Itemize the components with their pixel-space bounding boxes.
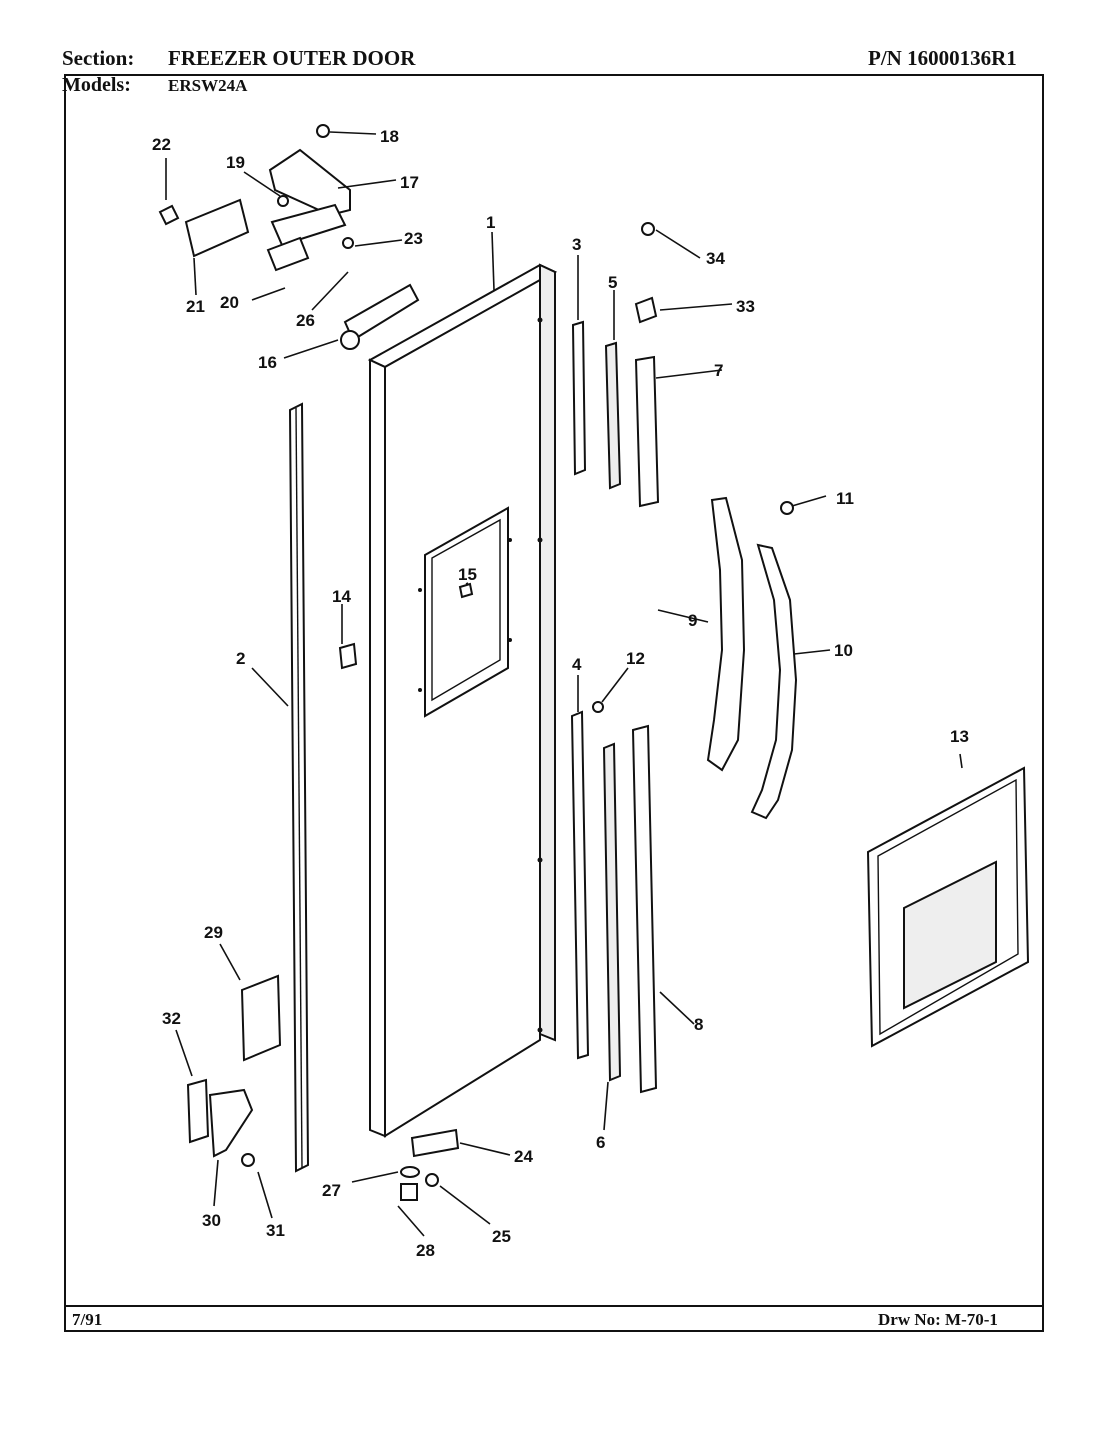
handle-bracket — [706, 496, 746, 772]
callout-34: 34 — [706, 249, 725, 268]
callout-33: 33 — [736, 297, 755, 316]
part-number: P/N 16000136R1 — [868, 46, 1017, 70]
callout-24: 24 — [514, 1147, 533, 1166]
callout-1: 1 — [486, 213, 495, 232]
drawing-number: Drw No: M-70-1 — [878, 1310, 998, 1329]
callout-5: 5 — [608, 273, 617, 292]
upper-trim-pieces — [571, 320, 660, 508]
callout-27: 27 — [322, 1181, 341, 1200]
top-hinge-assembly — [158, 148, 420, 350]
callout-18: 18 — [380, 127, 399, 146]
callout-29: 29 — [204, 923, 223, 942]
small-fasteners — [241, 124, 794, 1201]
footer-date: 7/91 — [72, 1310, 103, 1329]
lower-trim-pieces — [570, 710, 658, 1094]
leader-lines — [165, 131, 963, 1237]
callout-numbers: 1 2 3 4 5 6 7 8 9 10 11 12 13 14 15 16 1… — [152, 127, 969, 1260]
callout-13: 13 — [950, 727, 969, 746]
models-value: ERSW24A — [168, 76, 248, 95]
callout-31: 31 — [266, 1221, 285, 1240]
callout-30: 30 — [202, 1211, 221, 1230]
drawing-frame — [64, 74, 1044, 1332]
callout-14: 14 — [332, 587, 351, 606]
callout-15: 15 — [458, 565, 477, 584]
bottom-hinge-assembly — [186, 974, 282, 1158]
callout-26: 26 — [296, 311, 315, 330]
callout-28: 28 — [416, 1241, 435, 1260]
models-label: Models: — [62, 74, 131, 96]
callout-20: 20 — [220, 293, 239, 312]
callout-21: 21 — [186, 297, 205, 316]
callout-11: 11 — [836, 489, 854, 508]
callout-3: 3 — [572, 235, 581, 254]
callout-6: 6 — [596, 1133, 605, 1152]
door-handle — [750, 543, 798, 820]
callout-19: 19 — [226, 153, 245, 172]
callout-2: 2 — [236, 649, 245, 668]
callout-23: 23 — [404, 229, 423, 248]
callout-22: 22 — [152, 135, 171, 154]
section-label: Section: — [62, 46, 135, 70]
callout-4: 4 — [572, 655, 582, 674]
callout-10: 10 — [834, 641, 853, 660]
callout-25: 25 — [492, 1227, 511, 1246]
section-title: FREEZER OUTER DOOR — [168, 46, 416, 70]
callout-16: 16 — [258, 353, 277, 372]
door-side-strip — [288, 402, 310, 1173]
callout-9: 9 — [688, 611, 697, 630]
door-panel — [367, 263, 558, 1138]
dispenser-trim-frame — [866, 766, 1030, 1048]
callout-17: 17 — [400, 173, 419, 192]
callout-32: 32 — [162, 1009, 181, 1028]
callout-7: 7 — [714, 361, 723, 380]
callout-8: 8 — [694, 1015, 703, 1034]
callout-12: 12 — [626, 649, 645, 668]
